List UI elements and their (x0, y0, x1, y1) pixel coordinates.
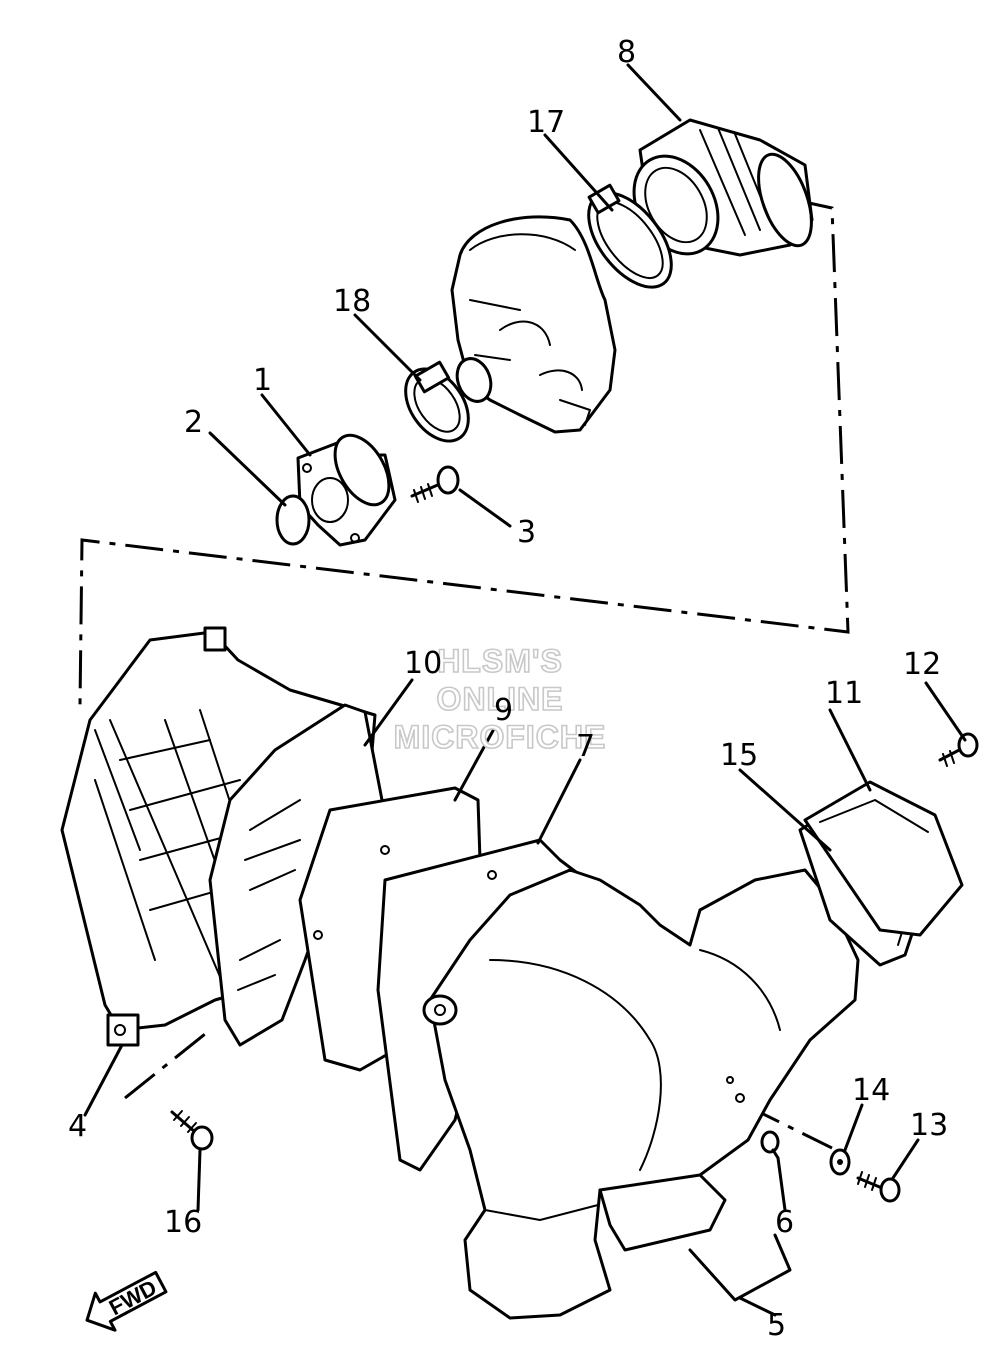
callout-3: 3 (517, 515, 536, 550)
gasket-part-10 (208, 703, 384, 1047)
callout-13: 13 (910, 1108, 948, 1143)
leader-lines (83, 63, 967, 1317)
watermark: HLSM'S ONLINE MICROFICHE (393, 642, 607, 756)
callout-7: 7 (576, 729, 595, 764)
screw-part-13 (856, 1171, 901, 1203)
screw-part-16 (170, 1110, 214, 1151)
watermark-line2: ONLINE (437, 681, 564, 717)
callout-14: 14 (852, 1073, 890, 1108)
callout-12: 12 (903, 647, 941, 682)
o-ring-part-2 (275, 494, 311, 546)
screw-part-3 (410, 465, 460, 503)
air-box-cover-part-5 (422, 868, 860, 1320)
watermark-line1: HLSM'S (437, 643, 563, 679)
callout-15: 15 (720, 738, 758, 773)
callout-2: 2 (184, 405, 203, 440)
cap-part-11 (803, 780, 964, 937)
screw-part-6 (760, 1130, 780, 1160)
carburetor-joint-part-1 (296, 433, 397, 547)
fwd-label: FWD (105, 1275, 161, 1321)
intake-joint-part-8 (632, 118, 814, 257)
washer-part-14 (829, 1148, 851, 1176)
callout-10: 10 (404, 646, 442, 681)
watermark-line3: MICROFICHE (394, 719, 607, 755)
callout-9: 9 (494, 693, 513, 728)
callout-labels: 8 17 18 1 2 3 10 9 7 11 12 15 4 16 6 14 … (68, 35, 948, 1343)
callout-11: 11 (825, 676, 863, 711)
callout-1: 1 (253, 363, 272, 398)
screw-part-12 (938, 732, 979, 767)
carburetor-body (450, 215, 617, 434)
callout-4: 4 (68, 1109, 87, 1144)
callout-8: 8 (617, 35, 636, 70)
clamp-part-18 (404, 360, 470, 443)
callout-16: 16 (164, 1205, 202, 1240)
callout-17: 17 (527, 105, 565, 140)
callout-18: 18 (333, 284, 371, 319)
callout-6: 6 (775, 1205, 794, 1240)
forward-arrow-icon: FWD (85, 1270, 168, 1332)
callout-5: 5 (767, 1308, 786, 1343)
